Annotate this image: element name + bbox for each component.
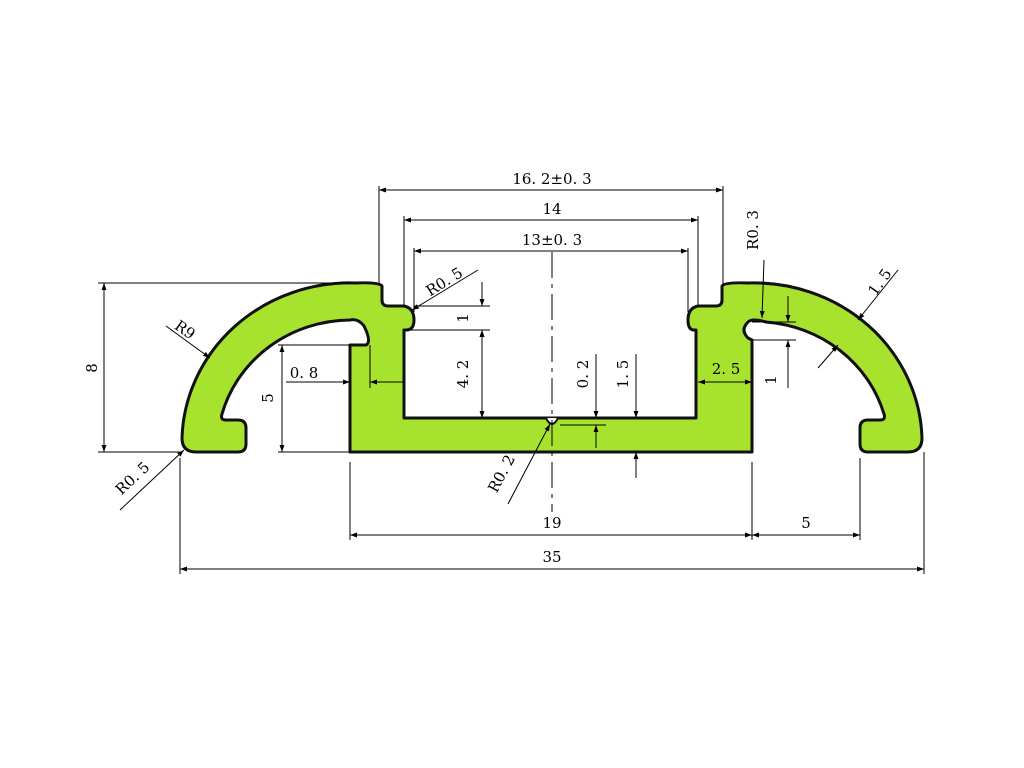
dim-label-rib-width: 2. 5: [712, 360, 741, 378]
dim-fillet-r05-bottom: R0. 5: [112, 449, 185, 511]
dim-label-wall-gap: 0. 8: [290, 364, 319, 382]
dim-rib-width: 2. 5: [698, 360, 752, 385]
dim-arc-radius: R9: [165, 317, 211, 359]
dim-label-fillet-r05-top: R0. 5: [423, 264, 466, 300]
dim-label-channel-depth: 4. 2: [454, 360, 472, 389]
dim-groove-depth: 0. 2: [560, 354, 606, 448]
dim-label-slot-height: 1: [762, 375, 780, 385]
dim-label-channel-width: 13±0. 3: [522, 231, 582, 249]
dim-label-overall-height: 8: [83, 363, 101, 373]
dim-label-channel-height: 5: [259, 393, 277, 403]
dim-base-thickness: 1. 5: [614, 354, 639, 478]
dim-label-fillet-r05-bottom: R0. 5: [112, 458, 153, 498]
dim-fillet-r03: R0. 3: [744, 210, 765, 319]
dim-wing-width: 5: [752, 458, 861, 540]
dim-label-base-thickness: 1. 5: [614, 360, 632, 389]
dim-label-base-width: 19: [542, 514, 561, 532]
dim-label-wall-thickness: 1. 5: [864, 265, 895, 299]
dim-channel-width: 13±0. 3: [413, 231, 689, 312]
dim-fillet-r05-top: R0. 5: [411, 264, 479, 311]
dim-label-arc-radius: R9: [171, 317, 198, 344]
profile-cross-section: [180, 281, 924, 454]
dim-label-outer-opening: 16. 2±0. 3: [512, 170, 591, 188]
dim-label-overall-width: 35: [542, 548, 561, 566]
dim-inner-top: 14: [403, 200, 699, 306]
dim-overall-height: 8: [83, 282, 350, 453]
dim-label-inner-top: 14: [542, 200, 561, 218]
dim-outer-opening: 16. 2±0. 3: [378, 170, 724, 284]
dim-label-groove-depth: 0. 2: [574, 360, 592, 389]
dim-base-width: 19: [349, 462, 753, 540]
dim-channel-height: 5: [259, 344, 350, 453]
dim-overall-width: 35: [179, 452, 925, 574]
dim-channel-depth: 4. 2: [454, 330, 485, 418]
dim-label-fillet-r02: R0. 2: [484, 452, 519, 496]
dim-slot-height: 1: [752, 296, 796, 388]
dim-label-lip-height: 1: [454, 313, 472, 323]
dim-label-wing-width: 5: [801, 514, 811, 532]
dim-lip-height: 1: [406, 282, 490, 354]
dim-label-fillet-r03: R0. 3: [744, 210, 762, 250]
dim-wall-gap: 0. 8: [286, 345, 404, 388]
